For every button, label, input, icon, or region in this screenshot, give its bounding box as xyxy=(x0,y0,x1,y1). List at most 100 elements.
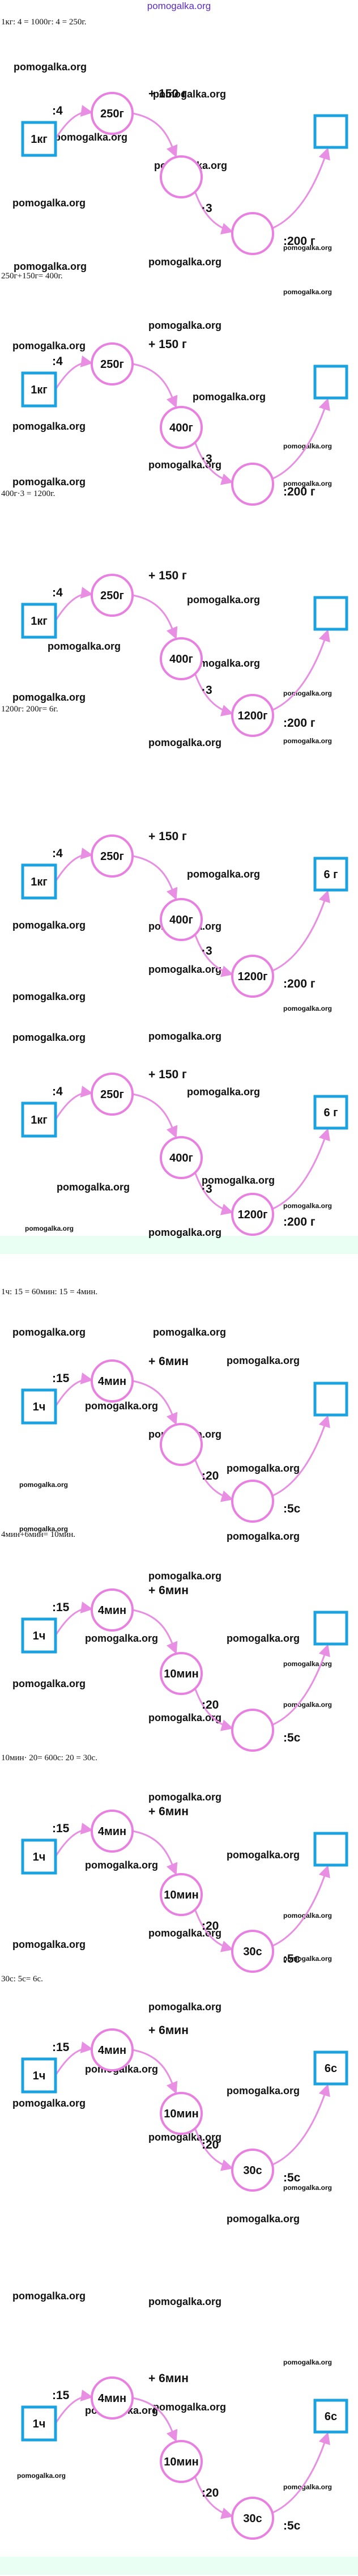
operation-label-add: + 6мин xyxy=(148,1584,189,1597)
watermark-text: pomogalka.org xyxy=(148,1031,222,1042)
step-circle-1 xyxy=(91,1810,134,1853)
watermark-text: pomogalka.org xyxy=(148,1927,222,1939)
step-circle-2 xyxy=(160,637,203,680)
step-value-2: 10мин xyxy=(164,2456,198,2468)
watermark-text: pomogalka.org xyxy=(283,1912,333,1920)
arrow-n3-to-result xyxy=(272,147,330,229)
operation-label-mul: ·3 xyxy=(202,1183,212,1196)
operation-label-div: :15 xyxy=(52,1601,70,1614)
start-value: 1кг xyxy=(31,384,47,396)
step-value-3: 30с xyxy=(243,1946,262,1958)
watermark-text: pomogalka.org xyxy=(148,459,222,471)
operation-label-mul: ·3 xyxy=(202,684,212,697)
arrow-start-to-n1 xyxy=(54,1601,93,1636)
operation-label-last: :200 г xyxy=(283,717,316,730)
section-divider xyxy=(0,1236,358,1254)
watermark-text: pomogalka.org xyxy=(48,641,121,652)
watermark-text: pomogalka.org xyxy=(25,1225,74,1232)
operation-label-div: :15 xyxy=(52,1372,70,1385)
step-circle-3 xyxy=(231,955,274,998)
watermark-text: pomogalka.org xyxy=(283,1955,333,1963)
arrow-n1-to-n2 xyxy=(132,1380,178,1425)
watermark-text: pomogalka.org xyxy=(12,1032,86,1043)
step-circle-1 xyxy=(91,2028,134,2071)
start-box xyxy=(21,1101,57,1138)
step-value-1: 250г xyxy=(100,358,124,371)
operation-label-last: :5с xyxy=(283,2519,301,2532)
arrow-start-to-n1 xyxy=(54,2041,93,2076)
operation-label-mul: :20 xyxy=(202,1698,219,1711)
start-value: 1кг xyxy=(31,876,47,888)
step-circle-3 xyxy=(231,694,274,737)
start-box xyxy=(21,863,57,900)
arrow-n1-to-n2 xyxy=(132,594,178,639)
arrow-start-to-n1 xyxy=(54,1086,93,1120)
equation-1: 1кг: 4 = 1000г: 4 = 250г. xyxy=(1,18,87,27)
step-circle-1 xyxy=(91,1073,134,1116)
watermark-text: pomogalka.org xyxy=(148,2001,222,2012)
step-circle-3 xyxy=(231,1709,274,1752)
start-value: 1ч xyxy=(33,1851,46,1863)
start-value: 1ч xyxy=(33,2418,46,2430)
operation-label-add: + 150 г xyxy=(148,87,187,100)
arrow-n2-to-n3 xyxy=(194,443,234,485)
watermark-text: pomogalka.org xyxy=(153,2401,227,2413)
watermark-text: pomogalka.org xyxy=(148,256,222,268)
step-value-2: 10мин xyxy=(164,2108,198,2120)
operation-label-add: + 150 г xyxy=(148,830,187,843)
start-value: 1ч xyxy=(33,1630,46,1642)
step-circle-1 xyxy=(91,2376,134,2420)
arrow-n1-to-n2 xyxy=(132,2397,178,2442)
step-value-1: 4мин xyxy=(98,2044,126,2057)
watermark-text: pomogalka.org xyxy=(57,1181,130,1193)
watermark-text: pomogalka.org xyxy=(153,1327,227,1338)
operation-label-div: :4 xyxy=(52,355,63,368)
equation-5: 1ч: 15 = 60мин: 15 = 4мин. xyxy=(1,1287,98,1297)
watermark-text: pomogalka.org xyxy=(12,421,86,432)
arrow-n2-to-n3 xyxy=(194,935,234,977)
arrow-n2-to-n3 xyxy=(194,1689,234,1731)
operation-label-add: + 6мин xyxy=(148,2024,189,2037)
watermark-text: pomogalka.org xyxy=(12,340,86,351)
operation-label-mul: :20 xyxy=(202,2138,219,2151)
step-value-2: 400г xyxy=(169,422,193,434)
step-value-1: 4мин xyxy=(98,1825,126,1838)
step-circle-1 xyxy=(91,1359,134,1403)
step-circle-2 xyxy=(160,155,203,198)
watermark-text: pomogalka.org xyxy=(12,2098,86,2109)
arrow-n2-to-n3 xyxy=(194,1910,234,1952)
result-box xyxy=(313,857,348,892)
operation-label-mul: ·3 xyxy=(202,944,212,957)
watermark-text: pomogalka.org xyxy=(12,692,86,703)
site-header[interactable]: pomogalka.org xyxy=(147,1,211,11)
result-box xyxy=(313,596,348,631)
watermark-text: pomogalka.org xyxy=(283,1202,333,1210)
arrow-n3-to-result xyxy=(272,1865,330,1947)
step-circle-1 xyxy=(91,1588,134,1632)
arrow-start-to-n1 xyxy=(54,1823,93,1857)
step-value-3: 1200г xyxy=(238,710,268,722)
result-box xyxy=(313,1832,348,1867)
step-value-3: 30с xyxy=(243,2513,262,2525)
watermark-text: pomogalka.org xyxy=(283,1005,333,1012)
watermark-text: pomogalka.org xyxy=(14,261,87,272)
watermark-text: pomogalka.org xyxy=(283,737,333,745)
arrow-n1-to-n2 xyxy=(132,2049,178,2094)
watermark-text: pomogalka.org xyxy=(148,737,222,748)
start-box xyxy=(21,603,57,639)
watermark-text: pomogalka.org xyxy=(227,2213,300,2225)
step-circle-2 xyxy=(160,1423,203,1466)
result-box xyxy=(313,2050,348,2086)
step-circle-3 xyxy=(231,463,274,506)
step-value-2: 10мин xyxy=(164,1889,198,1901)
operation-label-add: + 150 г xyxy=(148,338,187,351)
arrow-start-to-n1 xyxy=(54,2389,93,2424)
watermark-text: pomogalka.org xyxy=(227,1355,300,1366)
operation-label-mul: :20 xyxy=(202,1920,219,1933)
step-circle-2 xyxy=(160,898,203,941)
